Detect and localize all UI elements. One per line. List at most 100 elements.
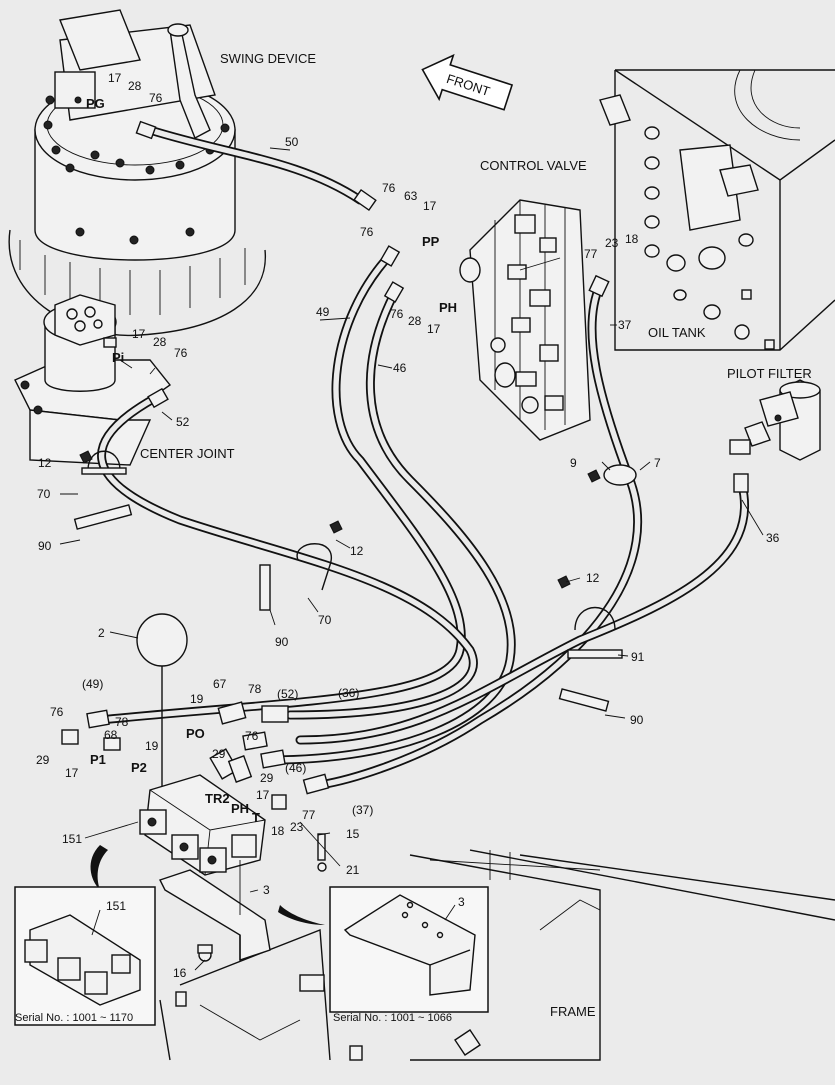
center-joint <box>14 294 172 466</box>
callout-52-ref: (52) <box>277 687 298 701</box>
callout-9: 9 <box>570 456 577 470</box>
callout-2: 2 <box>98 626 105 640</box>
callout-90: 90 <box>630 713 644 727</box>
oil-tank <box>599 69 835 351</box>
callout-labels: 17 28 76 50 76 63 17 76 49 76 28 17 46 2… <box>36 71 780 980</box>
frame-structure <box>159 849 835 1061</box>
callout-46-ref: (46) <box>285 761 306 775</box>
port-pg: PG <box>86 96 105 111</box>
control-valve <box>459 199 591 441</box>
leader-lines <box>59 147 764 971</box>
callout-21: 21 <box>346 863 360 877</box>
callout-12: 12 <box>586 571 600 585</box>
callout-15: 15 <box>346 827 360 841</box>
callout-28: 28 <box>128 79 142 93</box>
hose-50 <box>145 125 365 205</box>
callout-23: 23 <box>290 820 304 834</box>
callout-37: 37 <box>618 318 632 332</box>
front-arrow <box>421 53 514 111</box>
callout-76: 76 <box>174 346 188 360</box>
port-po: PO <box>186 726 205 741</box>
port-pp: PP <box>422 234 440 249</box>
callout-28: 28 <box>408 314 422 328</box>
callout-68: 68 <box>104 728 118 742</box>
label-oil-tank: OIL TANK <box>648 325 706 340</box>
clamps <box>73 450 637 712</box>
port-tr2: TR2 <box>205 791 230 806</box>
swing-bolts <box>43 95 230 245</box>
label-pilot-filter: PILOT FILTER <box>727 366 812 381</box>
callout-70: 70 <box>318 613 332 627</box>
bracket-3 <box>159 869 271 962</box>
callout-78: 78 <box>115 715 129 729</box>
callout-18: 18 <box>271 824 285 838</box>
hose-52 <box>97 393 478 720</box>
callout-77: 77 <box>302 808 316 822</box>
callout-67: 67 <box>213 677 227 691</box>
callout-29: 29 <box>36 753 50 767</box>
callout-76: 76 <box>245 729 259 743</box>
callout-76: 76 <box>50 705 64 719</box>
callout-28: 28 <box>153 335 167 349</box>
hose-37 <box>315 280 643 790</box>
callout-17: 17 <box>427 322 441 336</box>
callout-37-ref: (37) <box>352 803 373 817</box>
accumulator <box>136 613 188 800</box>
callout-17: 17 <box>256 788 270 802</box>
port-p1: P1 <box>90 752 106 767</box>
arrow-swoosh-right <box>278 905 325 925</box>
callout-29: 29 <box>260 771 274 785</box>
label-swing-device: SWING DEVICE <box>220 51 316 66</box>
callout-76: 76 <box>382 181 396 195</box>
callout-90: 90 <box>275 635 289 649</box>
port-pi: Pi <box>112 350 124 365</box>
inset-left <box>14 886 156 1026</box>
callout-29: 29 <box>212 747 226 761</box>
inset-right <box>329 886 489 1013</box>
callout-76: 76 <box>360 225 374 239</box>
callout-76: 76 <box>149 91 163 105</box>
inset-left-serial: Serial No. : 1001 ~ 1170 <box>15 1012 133 1024</box>
callout-7: 7 <box>654 456 661 470</box>
callout-151: 151 <box>62 832 82 846</box>
callout-17: 17 <box>108 71 122 85</box>
label-frame: FRAME <box>550 1004 596 1019</box>
callout-19: 19 <box>145 739 159 753</box>
callout-23: 23 <box>605 236 619 250</box>
port-ph-block: PH <box>231 801 249 816</box>
callout-90: 90 <box>38 539 52 553</box>
valve-sections <box>459 214 564 414</box>
port-p2: P2 <box>131 760 147 775</box>
hose-46 <box>265 287 516 765</box>
hose-fittings <box>86 120 749 795</box>
inset-right-serial: Serial No. : 1001 ~ 1066 <box>333 1012 452 1024</box>
callout-63: 63 <box>404 189 418 203</box>
solenoid-valve-block <box>139 774 266 876</box>
inset-callout-3: 3 <box>458 895 465 909</box>
callout-18: 18 <box>625 232 639 246</box>
port-t: T <box>252 810 260 825</box>
callout-17: 17 <box>423 199 437 213</box>
callout-91: 91 <box>631 650 645 664</box>
callout-12: 12 <box>38 456 52 470</box>
swing-device <box>8 9 266 337</box>
inset-callout-151: 151 <box>106 899 126 913</box>
callout-50: 50 <box>285 135 299 149</box>
callout-17: 17 <box>65 766 79 780</box>
port-labels: PG PP PH Pi PO P1 P2 TR2 PH T <box>86 96 457 825</box>
callout-76: 76 <box>390 307 404 321</box>
hose-36 <box>295 480 749 745</box>
callout-77: 77 <box>584 247 598 261</box>
label-center-joint: CENTER JOINT <box>140 446 235 461</box>
assembly-labels: SWING DEVICE CONTROL VALVE OIL TANK PILO… <box>140 51 812 1019</box>
callout-78: 78 <box>248 682 262 696</box>
port-ph-valve: PH <box>439 300 457 315</box>
callout-49: 49 <box>316 305 330 319</box>
callout-17: 17 <box>132 327 146 341</box>
pilot-filter <box>729 379 821 461</box>
callout-49-ref: (49) <box>82 677 103 691</box>
callout-52: 52 <box>176 415 190 429</box>
hose-49 <box>95 250 466 725</box>
